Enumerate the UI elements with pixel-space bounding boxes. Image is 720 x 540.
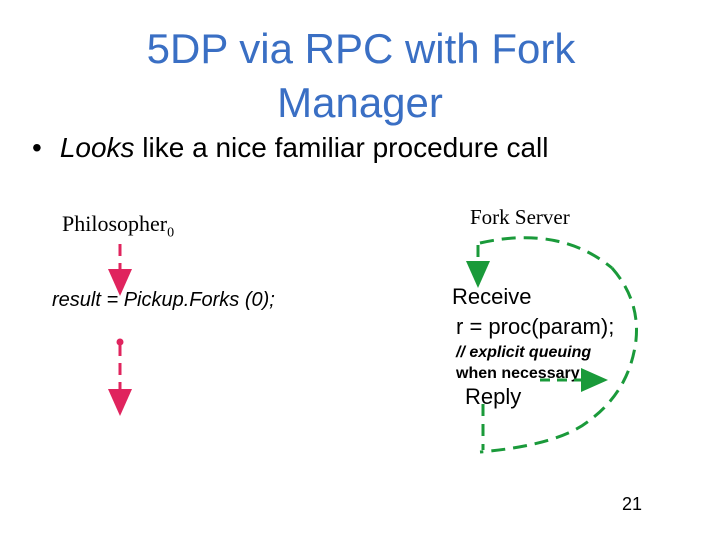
- server-loop-side: [479, 267, 638, 454]
- bullet-emphasis: Looks: [59, 132, 135, 163]
- server-note: // explicit queuing when necessary: [456, 342, 591, 384]
- bullet-marker: •: [32, 132, 42, 163]
- philosopher-index: 0: [167, 225, 175, 241]
- philosopher-name: Philosopher: [62, 211, 168, 236]
- bullet-text: like a nice familiar procedure call: [134, 132, 549, 163]
- server-proc-text: r = proc(param);: [456, 314, 615, 339]
- server-receive-text: Receive: [452, 284, 532, 309]
- server-reply-text: Reply: [465, 384, 522, 409]
- bullet-point: • Looks like a nice familiar procedure ca…: [32, 132, 549, 164]
- server-note-line1: // explicit queuing: [456, 344, 592, 361]
- fork-server-label: Fork Server: [470, 205, 570, 229]
- client-call-text: result = Pickup.Forks (0);: [52, 289, 275, 311]
- slide-title-line1: 5DP via RPC with Fork: [146, 25, 576, 72]
- slide-title: 5DP via RPC with Fork Manager: [0, 22, 720, 130]
- philosopher-label: Philosopher0: [62, 211, 174, 241]
- server-note-line2: when necessary: [456, 365, 580, 382]
- client-thread-resume-dot: [116, 338, 124, 346]
- slide-title-line2: Manager: [277, 79, 443, 126]
- page-number: 21: [622, 494, 643, 514]
- server-loop-top: [479, 236, 613, 270]
